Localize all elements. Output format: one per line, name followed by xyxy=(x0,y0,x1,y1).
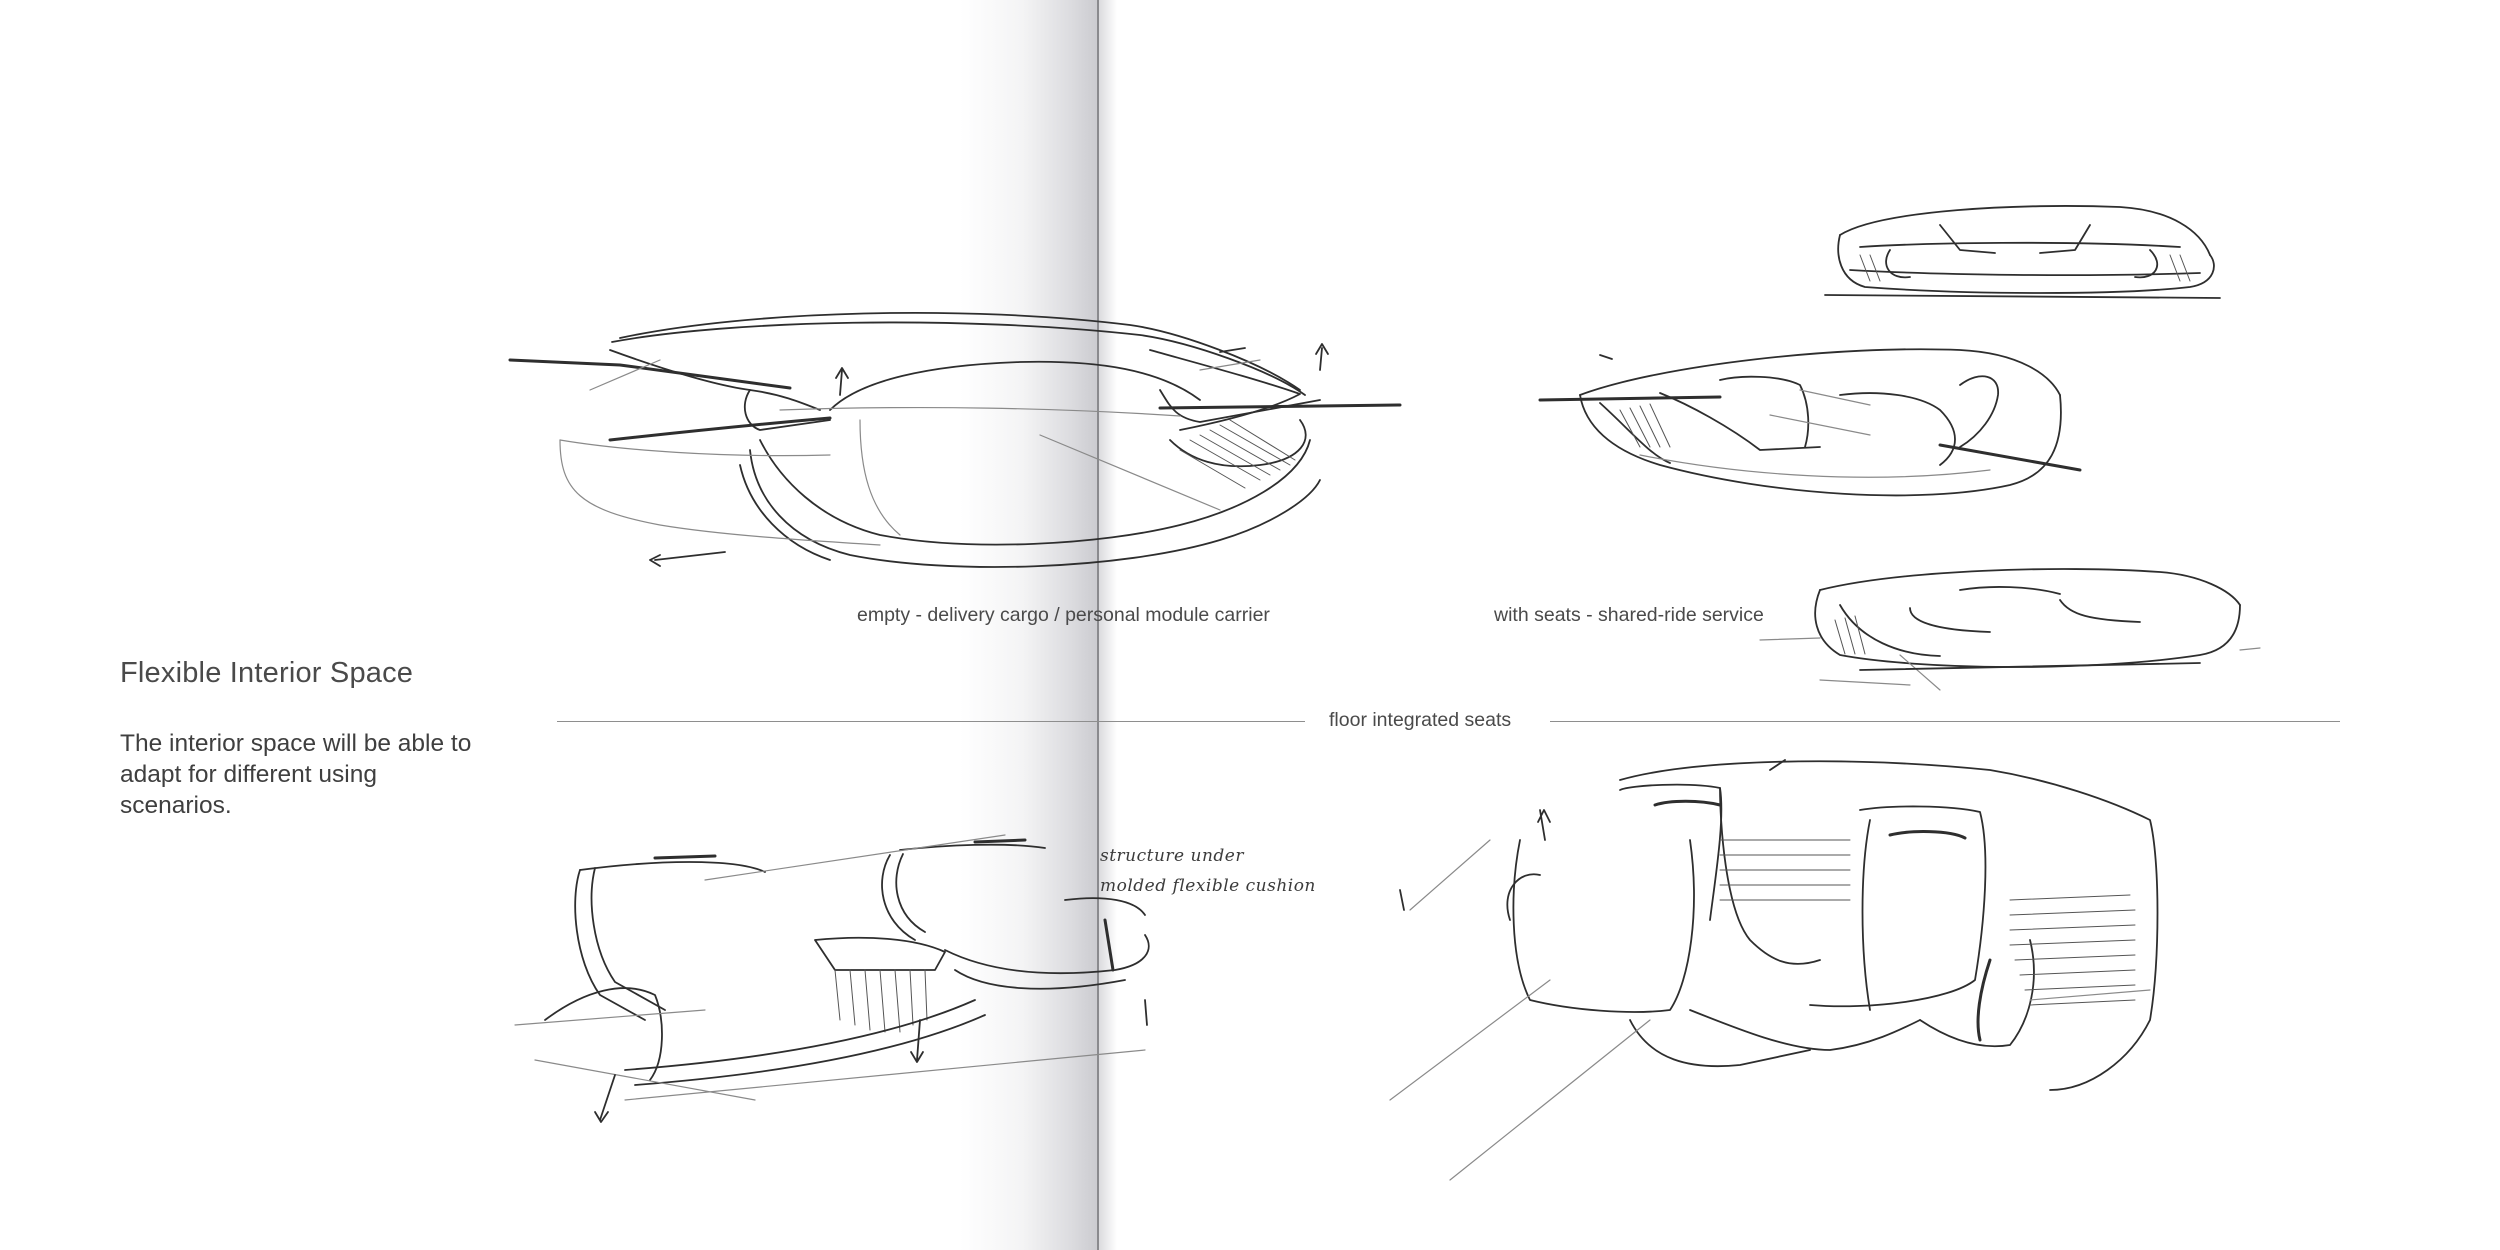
sketch-empty-cargo-pod xyxy=(508,311,1402,568)
page-title: Flexible Interior Space xyxy=(120,657,414,689)
caption-empty-cargo: empty - delivery cargo / personal module… xyxy=(857,604,1270,626)
sketch-side-pod xyxy=(1759,568,2261,691)
caption-floor-integrated-seats: floor integrated seats xyxy=(1329,709,1512,731)
sketch-floor-integrated-bench xyxy=(514,834,1150,1123)
sketch-compact-pod xyxy=(1824,205,2221,299)
book-fold-line xyxy=(1097,0,1099,1250)
sketch-interior-seats-perspective xyxy=(1389,759,2159,1181)
caption-shared-ride: with seats - shared-ride service xyxy=(1494,604,1764,626)
book-gutter-shadow xyxy=(960,0,1098,1250)
page-description: The interior space will be able to adapt… xyxy=(120,730,472,819)
sketch-shared-ride-pod xyxy=(1538,348,2082,497)
section-divider-right xyxy=(1550,721,2340,722)
book-fold-shadow xyxy=(1099,0,1117,1250)
handwritten-note-structure: structure under xyxy=(1100,846,1244,866)
section-divider-left xyxy=(557,721,1305,722)
handwritten-note-cushion: molded flexible cushion xyxy=(1100,876,1316,896)
